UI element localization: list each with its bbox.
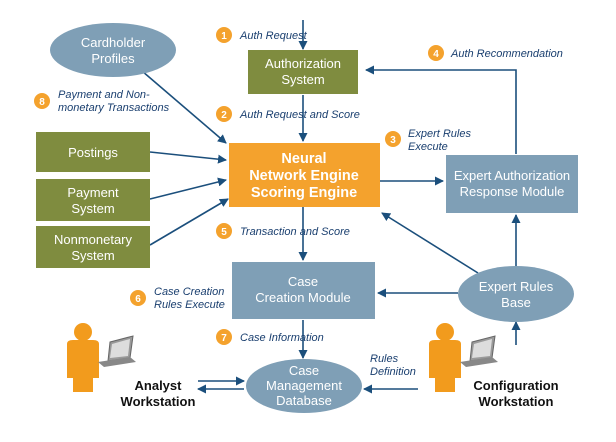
cardholder-line-2: Profiles [91,51,135,66]
step-6-label-line-2: Rules Execute [154,299,225,311]
step-5-label: Transaction and Score [240,226,350,238]
step-8-number: 8 [39,97,45,108]
configuration-workstation: Configuration Workstation [429,323,559,409]
authorization-system-node: Authorization System [248,50,358,94]
expert-authorization-response-node: Expert Authorization Response Module [446,155,578,213]
case-creation-module-node: Case Creation Module [232,262,375,319]
step-2-number: 2 [221,110,227,121]
step-4-number: 4 [433,49,439,60]
payment-system-node: Payment System [36,179,150,221]
rules-definition-line-2: Definition [370,366,416,378]
step-7-number: 7 [221,333,227,344]
cardholder-profiles-node: Cardholder Profiles [50,23,176,77]
cardholder-line-1: Cardholder [81,35,146,50]
step-3-number: 3 [390,135,396,146]
arrow-nonmonetary-engine [149,198,229,246]
analyst-label-line-2: Workstation [121,394,196,409]
analyst-label-line-1: Analyst [135,378,183,393]
expert-rules-line-1: Expert Rules [479,279,554,294]
postings-node: Postings [36,132,150,172]
step-6-number: 6 [135,294,141,305]
step-2: 2 Auth Request and Score [216,106,360,122]
step-1: 1 Auth Request [216,27,308,43]
engine-line-3: Scoring Engine [251,185,357,201]
step-6-label-line-1: Case Creation [154,286,224,298]
step-8-label-line-1: Payment and Non- [58,89,150,101]
case-db-line-2: Management [266,378,342,393]
step-4-label: Auth Recommendation [450,48,563,60]
rules-definition-label: Rules Definition [370,353,416,378]
nonmonetary-system-node: Nonmonetary System [36,226,150,268]
expert-rules-base-node: Expert Rules Base [458,266,574,322]
arrow-auth-recommendation [365,65,517,154]
postings-label: Postings [68,145,118,160]
expert-response-line-2: Response Module [460,184,565,199]
analyst-workstation: Analyst Workstation [67,323,195,409]
step-8-label-line-2: monetary Transactions [58,102,170,114]
authorization-line-1: Authorization [265,56,341,71]
step-3-label-line-1: Expert Rules [408,128,471,140]
case-creation-line-1: Case [288,274,318,289]
payment-line-2: System [71,201,114,216]
engine-line-2: Network Engine [249,168,359,184]
step-3: 3 Expert Rules Execute [385,128,471,153]
step-1-label: Auth Request [239,30,308,42]
arrows [134,20,521,394]
neural-network-engine-node: Neural Network Engine Scoring Engine [229,143,380,207]
step-4: 4 Auth Recommendation [428,45,563,61]
engine-line-1: Neural [281,151,326,167]
arrow-postings-engine [149,151,227,164]
configuration-label-line-1: Configuration [473,378,558,393]
person-computer-icon [67,323,136,392]
case-db-line-1: Case [289,363,319,378]
arrow-payment-engine [149,177,227,200]
rules-definition-line-1: Rules [370,353,399,365]
step-6: 6 Case Creation Rules Execute [130,286,225,311]
step-8: 8 Payment and Non- monetary Transactions [34,89,170,114]
step-5: 5 Transaction and Score [216,223,350,239]
step-7-label: Case Information [240,332,324,344]
expert-rules-line-2: Base [501,295,531,310]
case-creation-line-2: Creation Module [255,290,350,305]
arrow-cardholder-engine [134,64,227,144]
configuration-label-line-2: Workstation [479,394,554,409]
nonmonetary-line-1: Nonmonetary [54,232,133,247]
nonmonetary-line-2: System [71,248,114,263]
expert-response-line-1: Expert Authorization [454,168,570,183]
step-7: 7 Case Information [216,329,324,345]
person-computer-icon [429,323,498,392]
case-management-database-node: Case Management Database [246,359,362,413]
case-db-line-3: Database [276,393,332,408]
arrow-rules-to-engine [381,212,479,274]
step-3-label-line-2: Execute [408,141,448,153]
authorization-line-2: System [281,72,324,87]
step-5-number: 5 [221,227,227,238]
step-2-label: Auth Request and Score [239,109,360,121]
step-1-number: 1 [221,31,227,42]
payment-line-1: Payment [67,185,119,200]
